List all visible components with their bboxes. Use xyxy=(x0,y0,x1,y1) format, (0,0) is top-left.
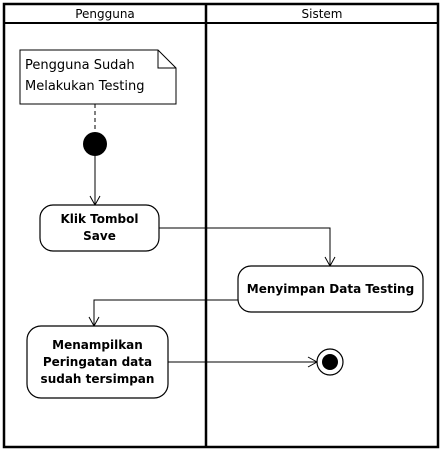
action-label-tampil: Menampilkan Peringatan data sudah tersim… xyxy=(40,337,155,386)
flow-simpan-to-tampil xyxy=(88,299,238,328)
action-menyimpan-data-testing xyxy=(237,265,424,313)
action-label-simpan: Menyimpan Data Testing xyxy=(246,281,415,296)
action-klik-tombol-save xyxy=(39,204,160,252)
note-fold xyxy=(157,50,176,69)
note-text: Pengguna Sudah Melakukan Testing xyxy=(25,58,145,94)
lane-title-sistem: Sistem xyxy=(301,7,343,21)
lane-title-pengguna: Pengguna xyxy=(75,7,135,21)
action-label-klik: Klik Tombol Save xyxy=(60,212,139,243)
initial-node xyxy=(83,132,107,156)
action-menampilkan-peringatan xyxy=(26,325,169,399)
final-node-core xyxy=(322,354,338,370)
flow-klik-to-simpan xyxy=(159,227,336,268)
note-shape xyxy=(19,49,177,105)
